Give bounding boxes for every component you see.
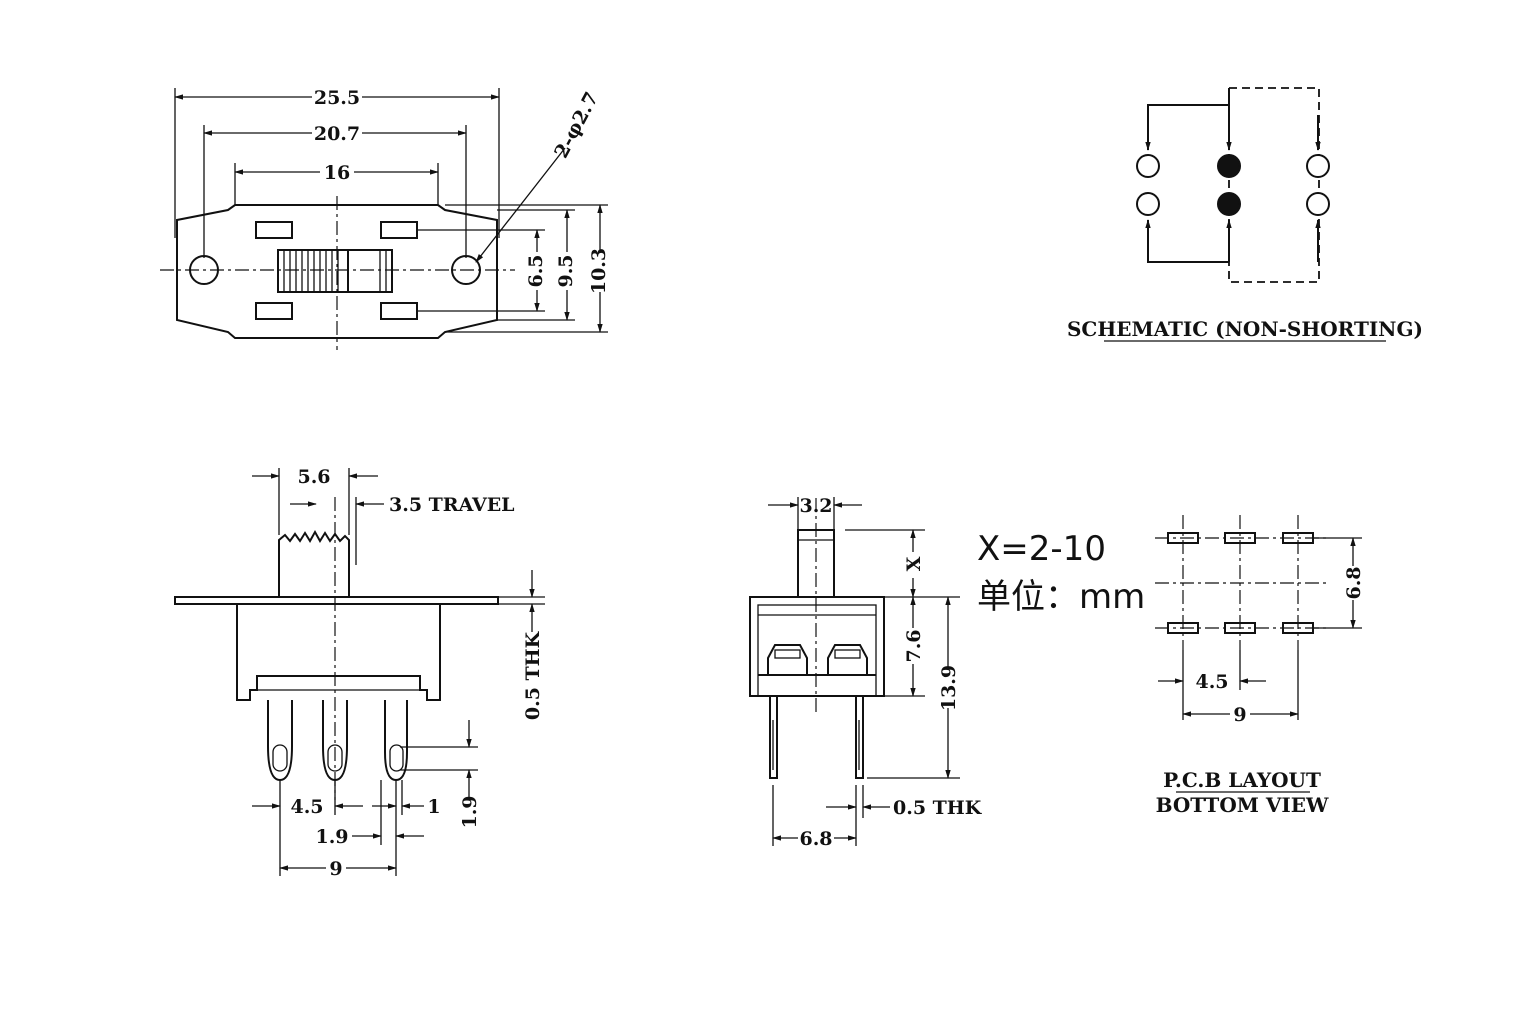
dim-knob-width: 5.6	[297, 466, 330, 488]
dim-knob-height: X	[903, 556, 925, 571]
dim-body-height: 7.6	[903, 629, 925, 662]
dim-pin-hole: 1.9	[459, 795, 481, 828]
top-view: 25.5 20.7 16	[160, 86, 611, 350]
dim-pin-pitch: 4.5	[290, 796, 323, 818]
dim-travel: 3.5 TRAVEL	[389, 494, 515, 516]
contact-spring	[767, 644, 808, 675]
dim-mount-hole-spacing: 20.7	[314, 123, 360, 145]
slider-knob-side	[278, 529, 350, 597]
notes: X=2-10 单位：mm	[977, 529, 1145, 617]
schematic-title: SCHEMATIC (NON-SHORTING)	[1067, 317, 1423, 341]
terminal-open-circle	[1136, 192, 1160, 216]
dim-pad-pitch: 4.5	[1195, 671, 1228, 693]
terminal-pin	[384, 700, 408, 782]
terminal-window	[255, 302, 293, 320]
dim-pin-offset: 1.9	[315, 826, 348, 848]
terminal-open-circle	[1306, 192, 1330, 216]
dim-terminal-height: 6.5	[525, 254, 547, 287]
switch-body-side	[236, 604, 441, 701]
mounting-plate-side	[174, 596, 499, 605]
note-x-range: X=2-10	[977, 529, 1106, 569]
dim-body-width: 16	[324, 162, 350, 184]
end-view: 3.2 X 7.6 13.9 0.5 THK 6.8	[749, 495, 983, 850]
note-units: 单位：mm	[977, 577, 1145, 617]
terminal-pin	[769, 695, 778, 779]
dim-pin-span: 9	[329, 858, 342, 880]
pcb-layout: 6.8 4.5 9 P.C.B LAYOUT BOTTOM VIEW	[1155, 515, 1365, 817]
pcb-pad	[1167, 532, 1199, 544]
pcb-pad	[1224, 532, 1256, 544]
switch-housing-end	[749, 596, 885, 697]
terminal-open-circle	[1136, 154, 1160, 178]
dim-pin-width: 1	[427, 796, 440, 818]
pcb-title-line2: BOTTOM VIEW	[1156, 793, 1329, 817]
schematic-diagram: SCHEMATIC (NON-SHORTING)	[1067, 87, 1423, 342]
terminal-window	[255, 221, 293, 239]
dim-row-spacing: 6.8	[1343, 566, 1365, 599]
terminal-pin	[855, 695, 864, 779]
pcb-title-line1: P.C.B LAYOUT	[1163, 768, 1321, 792]
mounting-plate	[176, 204, 498, 339]
pcb-pad	[1167, 622, 1199, 634]
dim-body-height: 9.5	[555, 254, 577, 287]
terminal-common-dot	[1217, 154, 1241, 178]
dim-hole-diameter: 2-φ2.7	[550, 89, 603, 162]
dim-overall-height: 10.3	[588, 248, 610, 294]
dim-knob-width: 3.2	[799, 495, 832, 517]
dim-pin-thickness: 0.5 THK	[893, 797, 983, 819]
slider-knob-top	[277, 249, 393, 293]
dim-overall-width: 25.5	[314, 87, 360, 109]
terminal-window	[380, 221, 418, 239]
dim-total-height: 13.9	[938, 665, 960, 711]
terminal-pin	[267, 700, 293, 782]
side-view: 5.6 3.5 TRAVEL 0.5 THK 1.9 4.5 1 1.9	[174, 466, 545, 880]
pcb-pad	[1224, 622, 1256, 634]
dim-plate-thickness: 0.5 THK	[522, 630, 544, 720]
dim-pad-span: 9	[1233, 704, 1246, 726]
terminal-common-dot	[1217, 192, 1241, 216]
contact-spring	[827, 644, 868, 675]
terminal-window	[380, 302, 418, 320]
terminal-open-circle	[1306, 154, 1330, 178]
dim-pin-span: 6.8	[799, 828, 832, 850]
